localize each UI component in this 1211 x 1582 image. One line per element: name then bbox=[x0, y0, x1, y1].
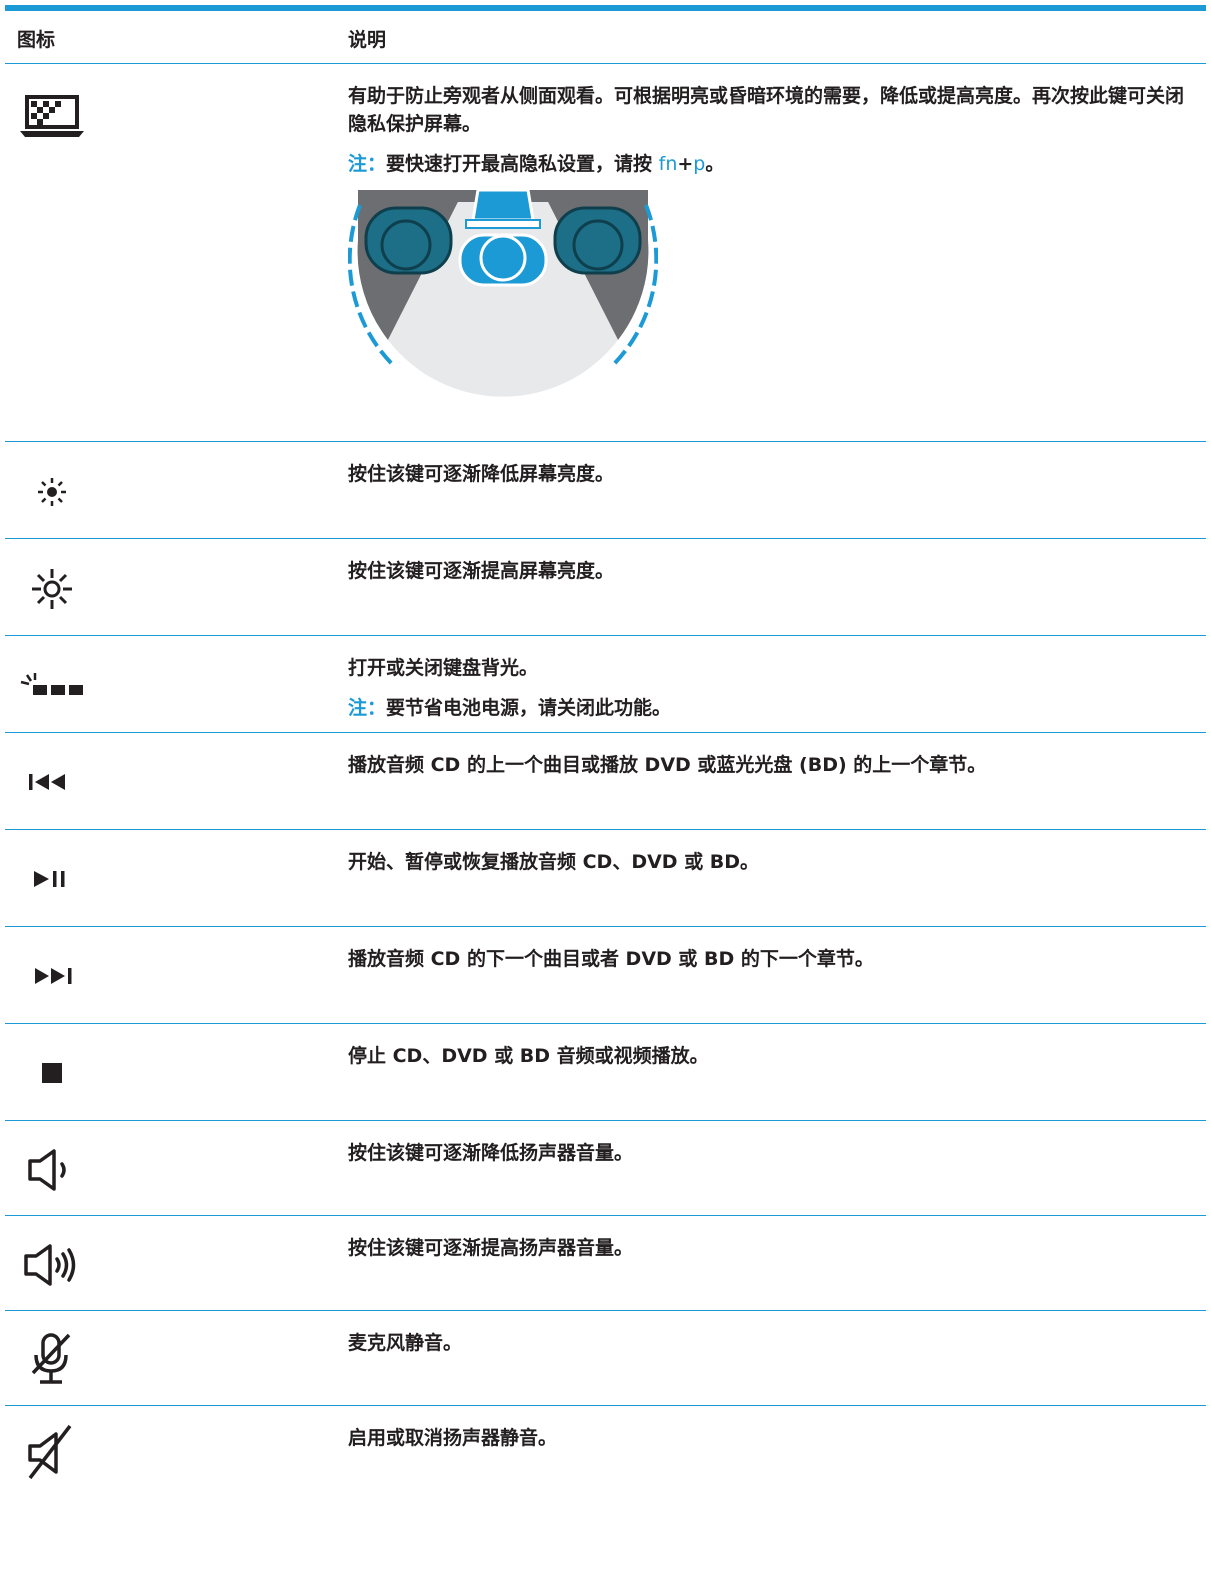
row-description: 麦克风静音。 bbox=[348, 1329, 1188, 1369]
table-row: 停止 CD、DVD 或 BD 音频或视频播放。 bbox=[5, 1024, 1206, 1121]
row-description: 开始、暂停或恢复播放音频 CD、DVD 或 BD。 bbox=[348, 848, 1188, 888]
row-description: 按住该键可逐渐提高扬声器音量。 bbox=[348, 1234, 1188, 1274]
volume-down-icon bbox=[17, 1147, 87, 1193]
stop-icon bbox=[17, 1058, 87, 1088]
note-text: 要快速打开最高隐私设置，请按 bbox=[386, 153, 659, 175]
function-key-table: 图标 说明 有助于防止旁观者从侧面观看。可根据明亮或昏暗环境的需要，降低或提高亮… bbox=[5, 5, 1206, 1582]
note: 注：要快速打开最高隐私设置，请按 fn+p。 bbox=[348, 150, 1188, 178]
description-text: 打开或关闭键盘背光。 bbox=[348, 657, 539, 679]
volume-up-icon bbox=[17, 1242, 87, 1288]
description-text: 有助于防止旁观者从侧面观看。可根据明亮或昏暗环境的需要，降低或提高亮度。再次按此… bbox=[348, 85, 1185, 135]
row-description: 播放音频 CD 的下一个曲目或者 DVD 或 BD 的下一个章节。 bbox=[348, 945, 1188, 985]
description-text: 播放音频 CD 的上一个曲目或播放 DVD 或蓝光光盘 (BD) 的上一个章节。 bbox=[348, 754, 987, 776]
description-text: 按住该键可逐渐提高屏幕亮度。 bbox=[348, 560, 615, 582]
table-row: 开始、暂停或恢复播放音频 CD、DVD 或 BD。 bbox=[5, 830, 1206, 927]
header-description-column: 说明 bbox=[348, 29, 387, 51]
next-track-icon bbox=[17, 961, 87, 991]
privacy-illustration bbox=[347, 188, 1188, 413]
note-label: 注： bbox=[348, 153, 387, 175]
table-row: 播放音频 CD 的下一个曲目或者 DVD 或 BD 的下一个章节。 bbox=[5, 927, 1206, 1024]
table-row: 启用或取消扬声器静音。 bbox=[5, 1406, 1206, 1582]
speaker-mute-icon bbox=[17, 1422, 87, 1482]
row-description: 启用或取消扬声器静音。 bbox=[348, 1424, 1188, 1464]
key-fn: fn bbox=[658, 153, 678, 175]
previous-track-icon bbox=[17, 767, 87, 797]
table-row: 麦克风静音。 bbox=[5, 1311, 1206, 1406]
note-end: 。 bbox=[705, 153, 725, 175]
description-text: 停止 CD、DVD 或 BD 音频或视频播放。 bbox=[348, 1045, 709, 1067]
table-row: 按住该键可逐渐提高扬声器音量。 bbox=[5, 1216, 1206, 1311]
mic-mute-icon bbox=[17, 1331, 87, 1387]
row-description: 有助于防止旁观者从侧面观看。可根据明亮或昏暗环境的需要，降低或提高亮度。再次按此… bbox=[347, 82, 1188, 413]
description-text: 按住该键可逐渐降低扬声器音量。 bbox=[348, 1142, 634, 1164]
row-description: 打开或关闭键盘背光。 注：要节省电池电源，请关闭此功能。 bbox=[348, 654, 1188, 734]
brightness-down-icon bbox=[17, 472, 87, 512]
brightness-up-icon bbox=[17, 567, 87, 611]
table-row: 按住该键可逐渐降低屏幕亮度。 bbox=[5, 442, 1206, 539]
table-row: 打开或关闭键盘背光。 注：要节省电池电源，请关闭此功能。 bbox=[5, 636, 1206, 733]
key-p: p bbox=[693, 153, 706, 175]
description-text: 启用或取消扬声器静音。 bbox=[348, 1427, 558, 1449]
description-text: 麦克风静音。 bbox=[348, 1332, 463, 1354]
description-text: 按住该键可逐渐降低屏幕亮度。 bbox=[348, 463, 615, 485]
description-text: 播放音频 CD 的下一个曲目或者 DVD 或 BD 的下一个章节。 bbox=[348, 948, 874, 970]
table-row: 按住该键可逐渐降低扬声器音量。 bbox=[5, 1121, 1206, 1216]
row-description: 播放音频 CD 的上一个曲目或播放 DVD 或蓝光光盘 (BD) 的上一个章节。 bbox=[348, 751, 1188, 791]
row-description: 按住该键可逐渐降低屏幕亮度。 bbox=[348, 460, 1188, 500]
note-label: 注： bbox=[348, 697, 387, 719]
keyboard-backlight-icon bbox=[17, 672, 87, 702]
table-header: 图标 说明 bbox=[5, 11, 1206, 64]
privacy-screen-icon bbox=[17, 92, 87, 140]
table-row: 按住该键可逐渐提高屏幕亮度。 bbox=[5, 539, 1206, 636]
row-description: 停止 CD、DVD 或 BD 音频或视频播放。 bbox=[348, 1042, 1188, 1082]
note-text: 要节省电池电源，请关闭此功能。 bbox=[386, 697, 672, 719]
row-description: 按住该键可逐渐提高屏幕亮度。 bbox=[348, 557, 1188, 597]
note: 注：要节省电池电源，请关闭此功能。 bbox=[348, 694, 1188, 722]
row-description: 按住该键可逐渐降低扬声器音量。 bbox=[348, 1139, 1188, 1179]
description-text: 按住该键可逐渐提高扬声器音量。 bbox=[348, 1237, 634, 1259]
header-icon-column: 图标 bbox=[17, 29, 56, 51]
play-pause-icon bbox=[17, 864, 87, 894]
table-top-rule bbox=[5, 5, 1206, 11]
table-row: 有助于防止旁观者从侧面观看。可根据明亮或昏暗环境的需要，降低或提高亮度。再次按此… bbox=[5, 64, 1206, 442]
table-row: 播放音频 CD 的上一个曲目或播放 DVD 或蓝光光盘 (BD) 的上一个章节。 bbox=[5, 733, 1206, 830]
key-plus: + bbox=[677, 153, 694, 175]
description-text: 开始、暂停或恢复播放音频 CD、DVD 或 BD。 bbox=[348, 851, 760, 873]
